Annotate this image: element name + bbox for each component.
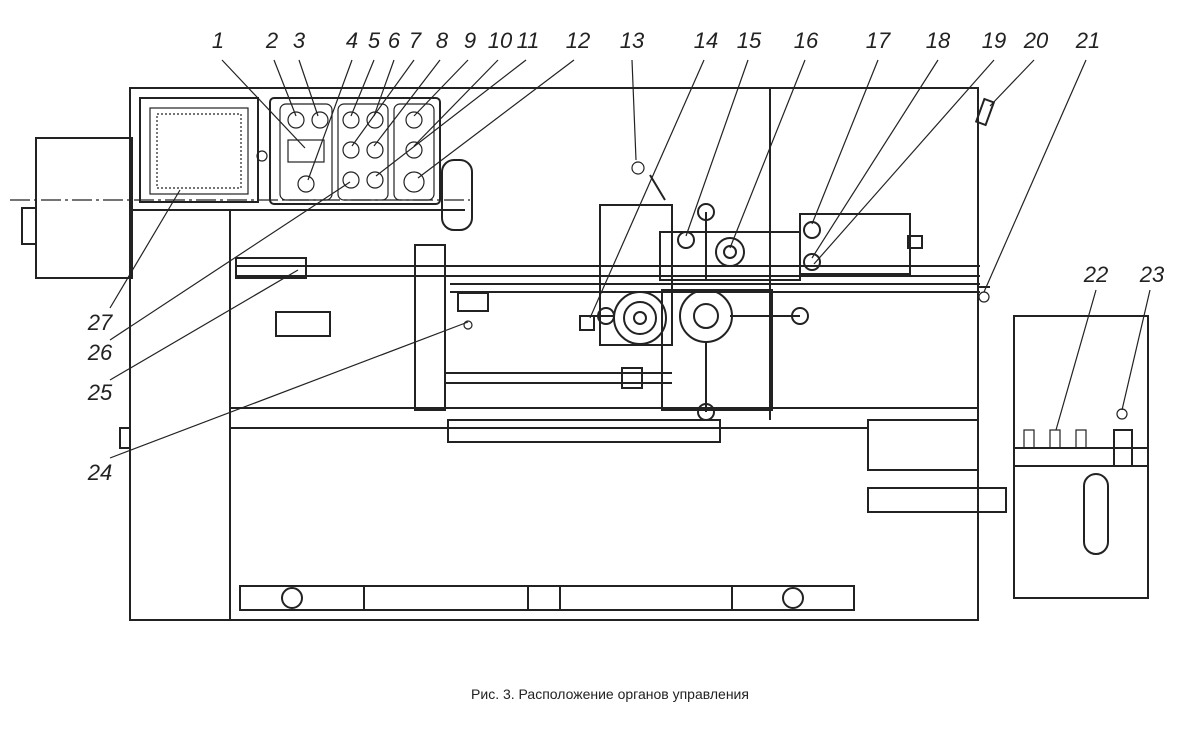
callout-9: 9 bbox=[464, 28, 476, 53]
callout-19: 19 bbox=[982, 28, 1006, 53]
callout-10: 10 bbox=[488, 28, 513, 53]
cabinet-grid bbox=[156, 113, 242, 189]
callout-22: 22 bbox=[1083, 262, 1108, 287]
callout-23: 23 bbox=[1139, 262, 1165, 287]
callout-20: 20 bbox=[1023, 28, 1049, 53]
callout-21: 21 bbox=[1075, 28, 1100, 53]
callout-25: 25 bbox=[87, 380, 113, 405]
callout-18: 18 bbox=[926, 28, 951, 53]
callout-12: 12 bbox=[566, 28, 590, 53]
callout-3: 3 bbox=[293, 28, 306, 53]
panel-knobs bbox=[287, 111, 425, 193]
callout-4: 4 bbox=[346, 28, 358, 53]
callout-14: 14 bbox=[694, 28, 718, 53]
callout-17: 17 bbox=[866, 28, 891, 53]
callout-26: 26 bbox=[87, 340, 113, 365]
callout-7: 7 bbox=[409, 28, 422, 53]
callout-16: 16 bbox=[794, 28, 819, 53]
callout-numbers: 1 2 3 4 5 6 7 8 9 10 11 12 13 14 15 16 1… bbox=[87, 28, 1165, 485]
callout-2: 2 bbox=[265, 28, 278, 53]
figure-caption: Рис. 3. Расположение органов управления bbox=[471, 686, 749, 702]
callout-1: 1 bbox=[212, 28, 224, 53]
callout-5: 5 bbox=[368, 28, 381, 53]
callout-15: 15 bbox=[737, 28, 762, 53]
callout-27: 27 bbox=[87, 310, 113, 335]
machine-drawing bbox=[10, 87, 1149, 621]
callout-24: 24 bbox=[87, 460, 112, 485]
callout-13: 13 bbox=[620, 28, 645, 53]
callout-6: 6 bbox=[388, 28, 401, 53]
callout-8: 8 bbox=[436, 28, 449, 53]
leader-lines bbox=[109, 59, 1151, 459]
callout-11: 11 bbox=[517, 28, 540, 53]
